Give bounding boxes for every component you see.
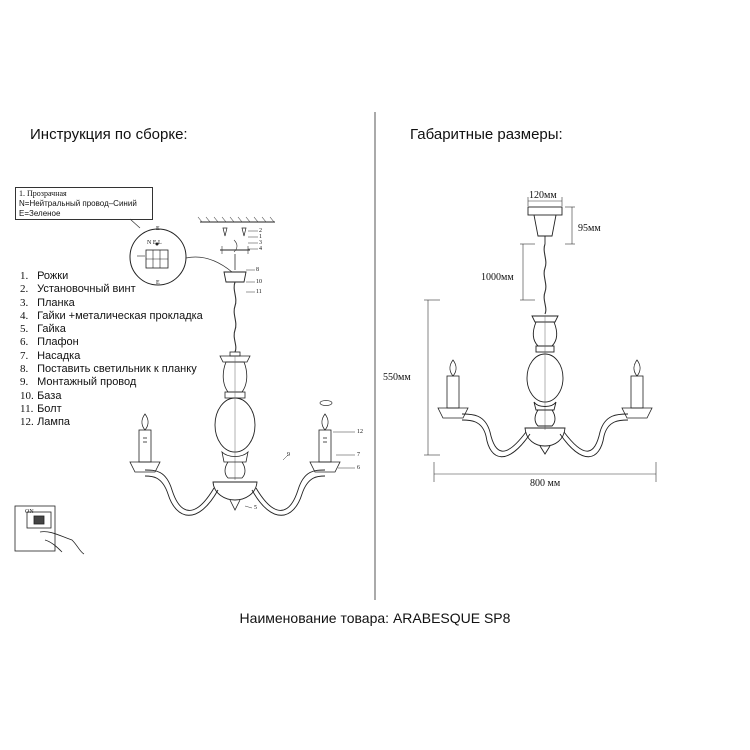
part-item: 8. Поставить светильник к планку: [20, 363, 197, 376]
spare-part-icon: [319, 400, 333, 406]
assembly-heading: Инструкция по сборке:: [30, 126, 188, 143]
part-item: 4. Гайки +металическая прокладка: [20, 309, 203, 322]
callout-10: 10: [256, 279, 262, 285]
chandelier-body-right: [524, 315, 566, 455]
part-item: 10. База: [20, 389, 62, 402]
chandelier-body-left: [212, 351, 258, 511]
part-item: 5. Гайка: [20, 323, 66, 336]
terminal-labels: N E L: [147, 240, 162, 246]
dim-body-height: 550мм: [383, 372, 411, 383]
candle-right-2: [621, 359, 653, 419]
candle-left-2: [309, 413, 341, 473]
part-item: 7. Насадка: [20, 349, 81, 362]
part-item: 1. Рожки: [20, 270, 69, 282]
parts-list: 1. Рожки 2. Установочный винт 3. Планка …: [20, 270, 203, 430]
callout-6: 6: [357, 465, 360, 471]
dimension-lines: [424, 197, 657, 482]
terminal-e-bottom: E: [156, 280, 160, 286]
switch-label: ON: [25, 509, 34, 515]
ceiling: [197, 216, 275, 223]
part-item: 6. Плафон: [20, 336, 79, 349]
wire-legend: 1. Прозрачная N=Нейтральный провод–Синий…: [15, 187, 153, 220]
dim-total-width: 800 мм: [530, 478, 561, 489]
dimensions-heading: Габаритные размеры:: [410, 126, 563, 143]
arms-left: [144, 469, 326, 516]
terminal-block-detail: [129, 228, 187, 286]
dim-canopy-height: 95мм: [578, 223, 601, 234]
terminal-e-top: E: [156, 226, 160, 232]
candle-left-1: [129, 413, 161, 473]
legend-line-2: N=Нейтральный провод–Синий: [19, 199, 137, 208]
callout-3: 3: [259, 240, 262, 246]
canopy-left: [223, 271, 247, 283]
callout-4: 4: [259, 246, 262, 252]
part-item: 11. Болт: [20, 402, 62, 415]
chain-left: [233, 281, 237, 353]
arms-right: [461, 413, 629, 458]
canopy-right: [527, 206, 563, 244]
part-item: 3. Планка: [20, 296, 75, 309]
callout-2: 2: [259, 228, 262, 234]
dim-chain-length: 1000мм: [481, 272, 514, 283]
dim-canopy-width: 120мм: [529, 190, 557, 201]
callout-7: 7: [357, 452, 360, 458]
callout-8: 8: [256, 267, 259, 273]
power-switch-icon: [14, 505, 85, 555]
part-item: 12. Лампа: [20, 416, 71, 429]
chain-right: [543, 243, 547, 315]
callout-5: 5: [254, 505, 257, 511]
callout-9: 9: [287, 452, 290, 458]
callout-1: 1: [259, 234, 262, 240]
callout-11: 11: [256, 289, 262, 295]
product-name: Наименование товара: ARABESQUE SP8: [239, 610, 511, 626]
legend-line-3: E=Зеленое: [19, 209, 61, 218]
legend-line-1: 1. Прозрачная: [19, 189, 67, 198]
candle-right-1: [437, 359, 469, 419]
callout-12: 12: [357, 429, 363, 435]
part-item: 9. Монтажный провод: [20, 376, 137, 389]
part-item: 2. Установочный винт: [20, 283, 136, 296]
